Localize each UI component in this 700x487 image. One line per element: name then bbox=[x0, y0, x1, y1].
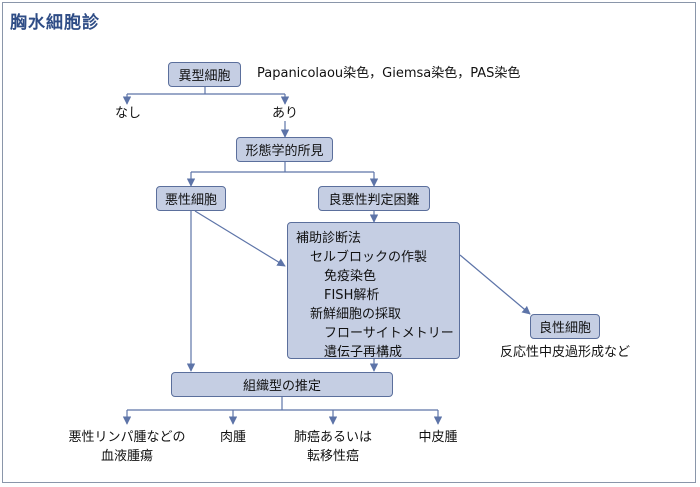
stain-methods-label: Papanicolaou染色，Giemsa染色，PAS染色 bbox=[257, 66, 521, 81]
edge-aux-benign bbox=[459, 254, 531, 315]
outcome-hematologic-line2: 血液腫瘍 bbox=[100, 449, 153, 464]
node-morphological-findings: 形態学的所見 bbox=[236, 137, 333, 162]
benign-note: 反応性中皮過形成など bbox=[500, 345, 631, 360]
outcome-sarcoma: 肉腫 bbox=[203, 428, 263, 447]
edge-malignant-aux bbox=[194, 210, 286, 267]
aux-item-cellblock: セルブロックの作製 bbox=[310, 250, 428, 265]
label-present: あり bbox=[272, 106, 299, 121]
aux-item-immunostain: 免疫染色 bbox=[324, 269, 377, 284]
outcome-hematologic: 悪性リンパ腫などの 血液腫瘍 bbox=[57, 428, 197, 466]
aux-item-gene-rearrangement: 遺伝子再構成 bbox=[324, 345, 403, 360]
aux-item-fresh-cells: 新鮮細胞の採取 bbox=[310, 307, 402, 322]
outcome-hematologic-line1: 悪性リンパ腫などの bbox=[68, 430, 186, 445]
aux-heading: 補助診断法 bbox=[296, 231, 362, 246]
outcome-lung-metastatic: 肺癌あるいは 転移性癌 bbox=[283, 428, 383, 466]
node-atypical-cells: 異型細胞 bbox=[168, 62, 241, 87]
outcome-mesothelioma: 中皮腫 bbox=[403, 428, 473, 447]
outcome-lung-line1: 肺癌あるいは bbox=[293, 430, 372, 445]
node-benign-malignant-difficult: 良悪性判定困難 bbox=[318, 186, 430, 211]
outcome-lung-line2: 転移性癌 bbox=[306, 449, 359, 464]
node-auxiliary-methods: 補助診断法 セルブロックの作製 免疫染色 FISH解析 新鮮細胞の採取 フローサ… bbox=[287, 222, 460, 360]
outcome-sarcoma-line1: 肉腫 bbox=[219, 430, 246, 445]
outcome-mesothelioma-line1: 中皮腫 bbox=[418, 430, 458, 445]
label-none: なし bbox=[115, 106, 142, 121]
aux-item-fish: FISH解析 bbox=[324, 288, 380, 303]
aux-item-flow-cytometry: フローサイトメトリー bbox=[324, 326, 454, 341]
node-benign-cells: 良性細胞 bbox=[530, 314, 600, 339]
node-malignant-cells: 悪性細胞 bbox=[156, 186, 226, 211]
node-histotype-estimation: 組織型の推定 bbox=[171, 372, 393, 397]
diagram-title: 胸水細胞診 bbox=[10, 13, 100, 33]
